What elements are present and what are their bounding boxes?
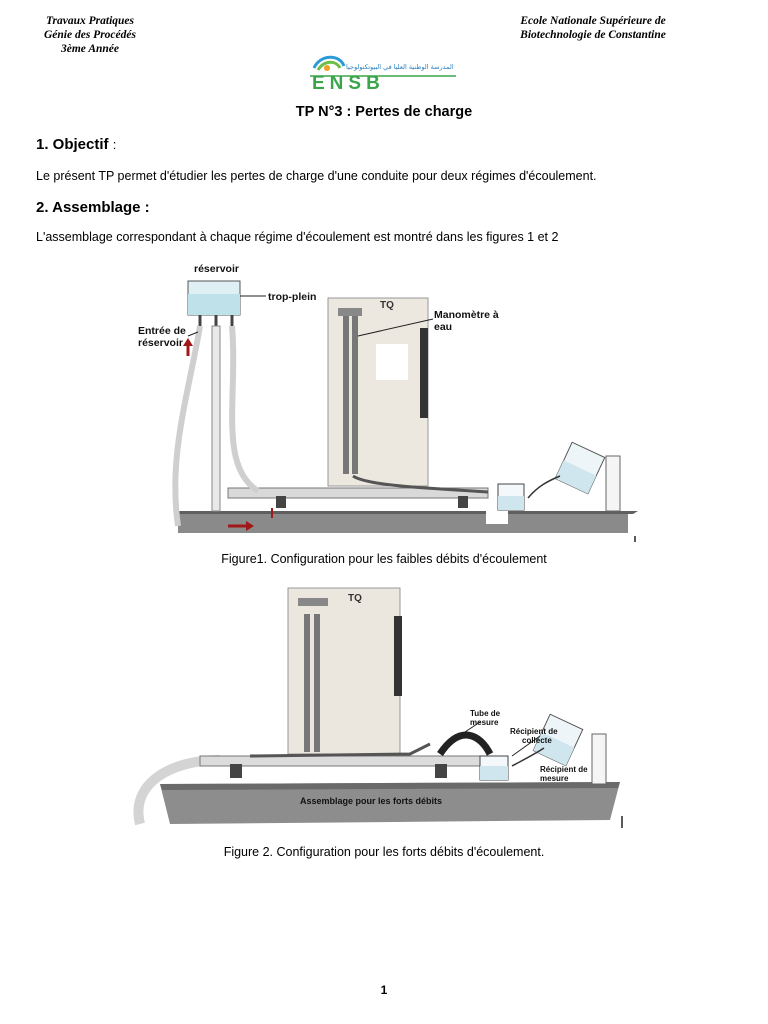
section-heading-objectif: 1. Objectif :	[36, 136, 116, 153]
figure-2-caption: Figure 2. Configuration pour les forts d…	[223, 845, 545, 859]
header-left-line: Génie des Procédés	[44, 29, 136, 41]
header-left: Travaux Pratiques Génie des Procédés 3èm…	[30, 14, 150, 56]
page-title: TP N°3 : Pertes de charge	[295, 104, 473, 120]
logo-arabic-text: المدرسة الوطنية العليا في البيوتكنولوجيا	[346, 63, 454, 71]
label-tube-2: mesure	[470, 718, 499, 727]
label-manometre-1: Manomètre à	[434, 309, 499, 321]
label-recipient-collecte-2: collecte	[522, 736, 552, 745]
label-entree-2: réservoir	[138, 337, 183, 349]
header-left-line: Travaux Pratiques	[45, 15, 135, 27]
objectif-paragraph: Le présent TP permet d'étudier les perte…	[36, 169, 597, 183]
label-tube-1: Tube de	[470, 709, 501, 718]
header-right-line: Ecole Nationale Supérieure de	[520, 15, 666, 27]
header-left-line: 3ème Année	[60, 43, 120, 55]
label-entree-1: Entrée de	[138, 325, 186, 337]
logo-wordmark: ENSB	[312, 73, 385, 92]
heading-colon: :	[112, 137, 117, 152]
svg-text:TQ: TQ	[380, 300, 394, 311]
svg-text:TQ: TQ	[348, 593, 362, 604]
figure-1-caption: Figure1. Configuration pour les faibles …	[221, 552, 547, 566]
label-recipient-mesure-2: mesure	[540, 774, 569, 783]
label-recipient-collecte-1: Récipient de	[510, 727, 558, 736]
figure-1-illustration: TQ réservoir trop-plein Entrée de réserv…	[138, 263, 638, 542]
ensb-logo: المدرسة الوطنية العليا في البيوتكنولوجيا…	[310, 55, 456, 92]
figure-2-illustration: TQ Tube de mesure Récipient de collecte …	[133, 587, 623, 828]
label-trop-plein: trop-plein	[268, 291, 316, 303]
label-reservoir: réservoir	[194, 263, 239, 275]
page-number: 1	[380, 983, 388, 997]
header-right: Ecole Nationale Supérieure de Biotechnol…	[498, 14, 688, 42]
label-recipient-mesure-1: Récipient de	[540, 765, 588, 774]
section-heading-assemblage: 2. Assemblage :	[36, 199, 150, 216]
header-right-line: Biotechnologie de Constantine	[520, 29, 666, 41]
assemblage-paragraph: L'assemblage correspondant à chaque régi…	[36, 230, 559, 244]
label-manometre-2: eau	[434, 321, 452, 333]
section-heading-text: 1. Objectif	[36, 136, 109, 153]
label-base-forts-debits: Assemblage pour les forts débits	[300, 796, 442, 806]
